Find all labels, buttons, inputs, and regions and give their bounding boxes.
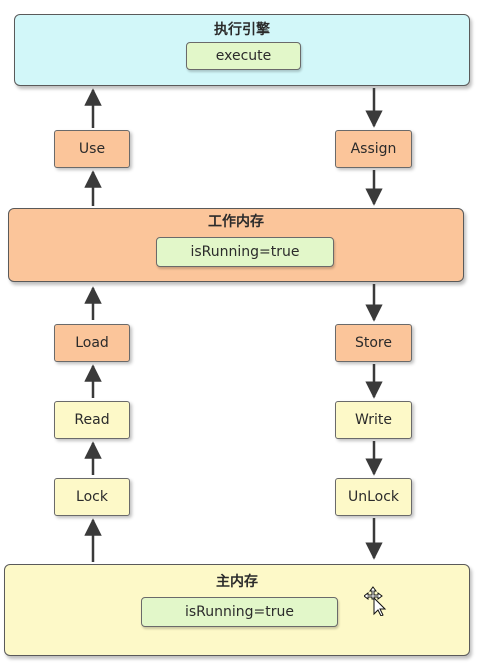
store-step-box: Store (335, 324, 412, 362)
working-memory-variable-box: isRunning=true (156, 237, 334, 267)
unlock-step-box: UnLock (335, 478, 412, 516)
execute-variable-box: execute (186, 42, 301, 70)
working-memory-box: 工作内存 isRunning=true (8, 208, 464, 282)
main-memory-variable-box: isRunning=true (141, 597, 338, 627)
lock-step-box: Lock (54, 478, 130, 516)
load-step-box: Load (54, 324, 130, 362)
assign-step-box: Assign (335, 130, 412, 168)
write-step-box: Write (335, 401, 412, 439)
main-memory-title: 主内存 (216, 574, 258, 590)
execution-engine-box: 执行引擎 execute (14, 14, 470, 86)
main-memory-box: 主内存 isRunning=true (4, 564, 470, 656)
use-step-box: Use (54, 130, 130, 168)
read-step-box: Read (54, 401, 130, 439)
execution-engine-title: 执行引擎 (214, 22, 270, 38)
working-memory-title: 工作内存 (208, 214, 264, 230)
move-cursor-icon (364, 586, 387, 616)
